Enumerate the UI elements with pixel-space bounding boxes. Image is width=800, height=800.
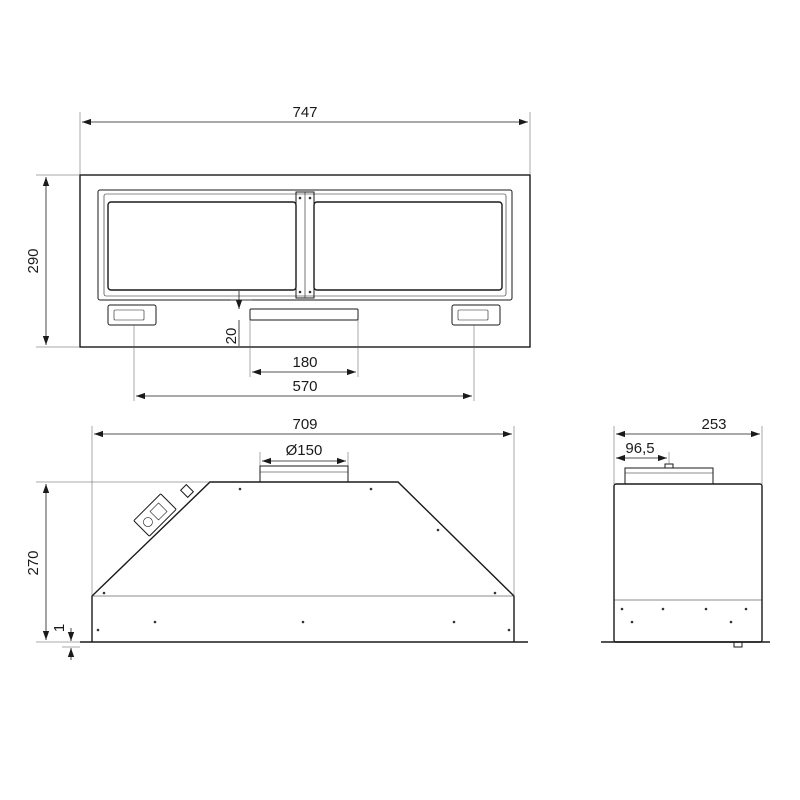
dim-filter-gap: 20 — [223, 328, 240, 345]
end-outlet-collar — [624, 467, 714, 485]
button-left — [107, 304, 157, 326]
dim-button-spacing: 570 — [292, 378, 317, 395]
dim-end-width: 253 — [701, 416, 726, 433]
dim-lip: 1 — [51, 624, 68, 632]
side-view: 709 Ø150 270 1 — [25, 416, 528, 660]
dim-outlet-offset: 96,5 — [625, 440, 654, 457]
light-strip — [249, 308, 359, 321]
outlet-collar — [259, 465, 349, 483]
end-view: 253 96,5 — [601, 416, 770, 648]
dim-front-width: 747 — [292, 104, 317, 121]
dim-outlet-diameter: Ø150 — [286, 442, 323, 459]
dim-side-height: 270 — [25, 550, 42, 575]
front-view: 747 290 20 180 570 — [25, 104, 531, 401]
button-right — [451, 304, 501, 326]
end-body-outline — [613, 483, 763, 643]
filter-left — [107, 201, 297, 291]
filter-right — [313, 201, 503, 291]
filter-frame — [97, 189, 513, 301]
front-outline — [79, 174, 531, 348]
dim-side-width: 709 — [292, 416, 317, 433]
dim-front-height: 290 — [25, 248, 42, 273]
control-box — [133, 493, 177, 537]
dim-light-width: 180 — [292, 354, 317, 371]
